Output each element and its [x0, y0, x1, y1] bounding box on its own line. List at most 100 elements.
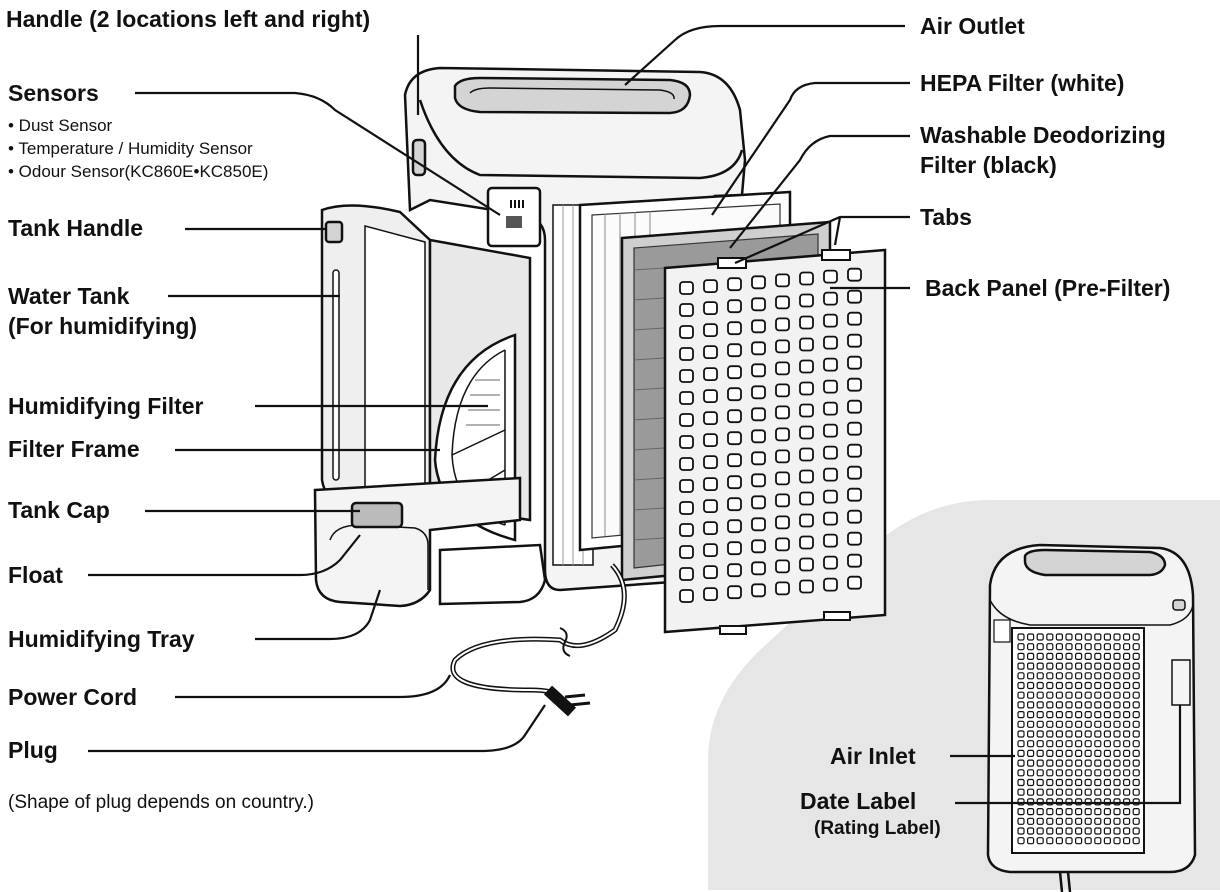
pre-filter-hole	[679, 325, 694, 339]
label-tank-handle: Tank Handle	[8, 215, 144, 241]
front-grille-hole	[1113, 662, 1121, 670]
front-grille-hole	[1103, 740, 1112, 748]
pre-filter-hole	[751, 473, 766, 488]
front-grille-hole	[1026, 662, 1035, 670]
pre-filter-hole	[799, 447, 814, 462]
front-grille-hole	[1026, 710, 1035, 719]
front-grille-hole	[1046, 769, 1054, 777]
pre-filter-hole	[823, 401, 838, 416]
front-grille-hole	[1103, 662, 1112, 670]
front-grille-hole	[1074, 778, 1083, 787]
front-grille-hole	[1017, 720, 1025, 728]
pre-filter-hole	[799, 271, 814, 286]
label-water-tank-note: (For humidifying)	[8, 313, 198, 339]
front-grille-hole	[1065, 749, 1073, 758]
pre-filter-hole	[847, 465, 862, 480]
front-grille-hole	[1046, 740, 1054, 748]
pre-filter-hole	[823, 445, 838, 460]
front-grille-hole	[1036, 837, 1044, 845]
front-grille-hole	[1103, 681, 1112, 690]
front-grille-hole	[1113, 778, 1121, 787]
front-grille-hole	[1026, 643, 1035, 651]
front-grille-hole	[1084, 681, 1092, 690]
pre-filter-hole	[703, 345, 718, 360]
sensor-item-odour: • Odour Sensor(KC860E•KC850E)	[8, 162, 269, 181]
pre-filter-hole	[727, 519, 742, 534]
pre-filter-hole	[775, 295, 790, 310]
front-grille-hole	[1122, 788, 1131, 796]
front-grille-hole	[1103, 672, 1112, 680]
label-humidifying-filter: Humidifying Filter	[8, 393, 204, 419]
front-grille-hole	[1094, 681, 1102, 690]
front-grille-hole	[1036, 720, 1044, 728]
pre-filter-hole	[847, 575, 862, 590]
front-grille-hole	[1094, 817, 1102, 825]
label-plug: Plug	[8, 737, 58, 763]
front-grille-hole	[1017, 681, 1025, 690]
front-grille-hole	[1026, 691, 1035, 699]
pre-filter-hole	[679, 523, 694, 537]
pre-filter-hole	[799, 557, 814, 572]
pre-filter-hole	[727, 365, 742, 380]
front-grille-hole	[1065, 817, 1073, 825]
pre-filter-hole	[847, 443, 862, 458]
front-grille-hole	[1103, 691, 1112, 699]
front-grille-hole	[1046, 749, 1054, 758]
front-grille-hole	[1094, 827, 1102, 835]
front-grille-hole	[1122, 759, 1131, 767]
pre-filter-hole	[679, 501, 694, 515]
front-grille-hole	[1122, 652, 1131, 661]
pre-filter-hole	[751, 297, 766, 312]
front-grille-hole	[1046, 672, 1054, 680]
front-grille-hole	[1103, 652, 1112, 661]
front-grille-hole	[1026, 837, 1035, 845]
pre-filter-hole	[823, 423, 838, 438]
front-grille-hole	[1094, 720, 1102, 728]
front-grille-hole	[1094, 672, 1102, 680]
pre-filter-hole	[823, 555, 838, 570]
front-grille-hole	[1065, 778, 1073, 787]
label-humidifying-tray: Humidifying Tray	[8, 626, 195, 652]
front-grille-hole	[1122, 672, 1131, 680]
front-grille-hole	[1065, 788, 1073, 796]
front-grille-hole	[1065, 633, 1073, 641]
front-grille-hole	[1103, 837, 1112, 845]
front-grille-hole	[1074, 740, 1083, 748]
label-power-cord: Power Cord	[8, 684, 138, 710]
front-grille-hole	[1132, 827, 1140, 835]
front-grille-hole	[1036, 817, 1044, 825]
leader-lines	[88, 24, 1182, 805]
front-grille-hole	[1065, 759, 1073, 767]
front-grille-hole	[1017, 769, 1025, 777]
pre-filter-hole	[703, 455, 718, 470]
front-grille-hole	[1017, 749, 1025, 758]
pre-filter-hole	[679, 567, 694, 581]
front-grille-hole	[1055, 652, 1064, 661]
pre-filter-hole	[775, 383, 790, 398]
front-grille-hole	[1084, 652, 1092, 661]
front-grille-hole	[1084, 710, 1092, 719]
front-grille-hole	[1132, 730, 1140, 738]
pre-filter-hole	[847, 487, 862, 502]
pre-filter-hole	[679, 281, 694, 295]
front-grille-hole	[1113, 788, 1121, 796]
pre-filter-hole	[703, 565, 718, 579]
pre-filter-hole	[799, 359, 814, 374]
front-grille-hole	[1055, 710, 1064, 719]
front-grille-hole	[1036, 807, 1044, 816]
front-grille-hole	[1084, 759, 1092, 767]
pre-filter-hole	[703, 499, 718, 514]
front-grille-hole	[1084, 662, 1092, 670]
front-grille-hole	[1065, 769, 1073, 777]
front-grille-hole	[1084, 672, 1092, 680]
front-grille-hole	[1094, 837, 1102, 845]
pre-filter-hole	[751, 385, 766, 400]
front-grille-hole	[1026, 778, 1035, 787]
front-grille-hole	[1103, 730, 1112, 738]
front-grille-hole	[1065, 662, 1073, 670]
front-grille-hole	[1113, 749, 1121, 758]
front-grille-hole	[1103, 778, 1112, 787]
front-grille-hole	[1026, 807, 1035, 816]
front-grille-hole	[1065, 652, 1073, 661]
